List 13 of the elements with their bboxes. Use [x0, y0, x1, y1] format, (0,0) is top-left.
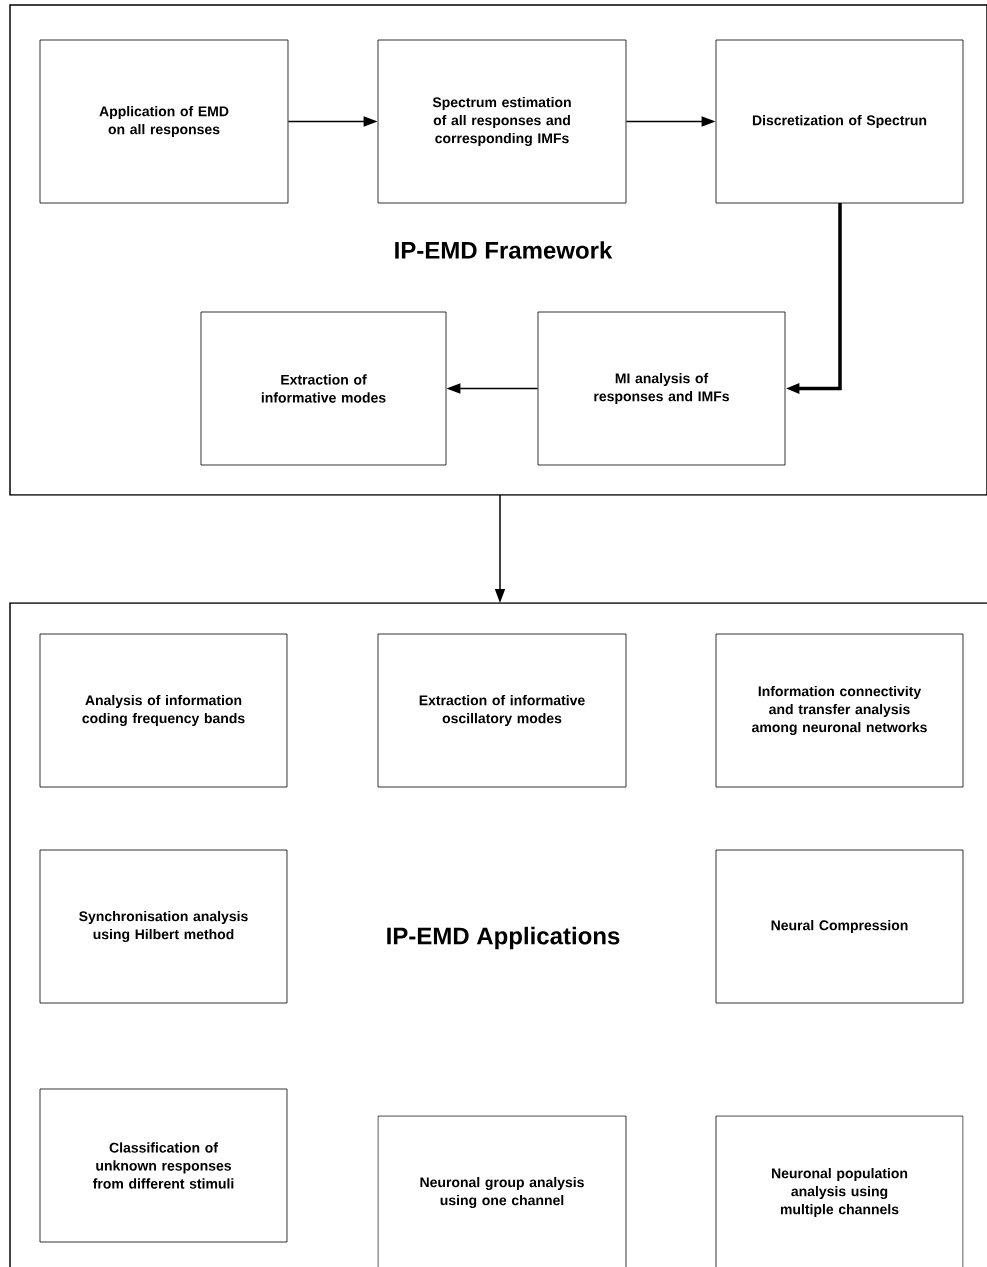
process-box: MI analysis of responses and IMFs — [537, 311, 786, 466]
process-box: Analysis of information coding frequency bands — [39, 633, 288, 788]
process-box: Spectrum estimation of all responses and corresponding IMFs — [377, 39, 627, 204]
process-box: Neural Compression — [715, 849, 964, 1004]
process-box: Neuronal group analysis using one channel — [377, 1115, 627, 1267]
process-box: Extraction of informative modes — [200, 311, 447, 466]
process-box: Information connectivity and transfer analysis among neuronal networks — [715, 633, 964, 788]
process-box: Discretization of Spectrun — [715, 39, 964, 204]
process-box: Synchronisation analysis using Hilbert method — [39, 849, 288, 1004]
process-box: Neuronal population analysis using multiple channels — [715, 1115, 964, 1267]
process-box: Extraction of informative oscillatory modes — [377, 633, 627, 788]
process-box: Classification of unknown responses from different stimuli — [39, 1088, 288, 1243]
process-box: Application of EMD on all responses — [39, 39, 289, 204]
